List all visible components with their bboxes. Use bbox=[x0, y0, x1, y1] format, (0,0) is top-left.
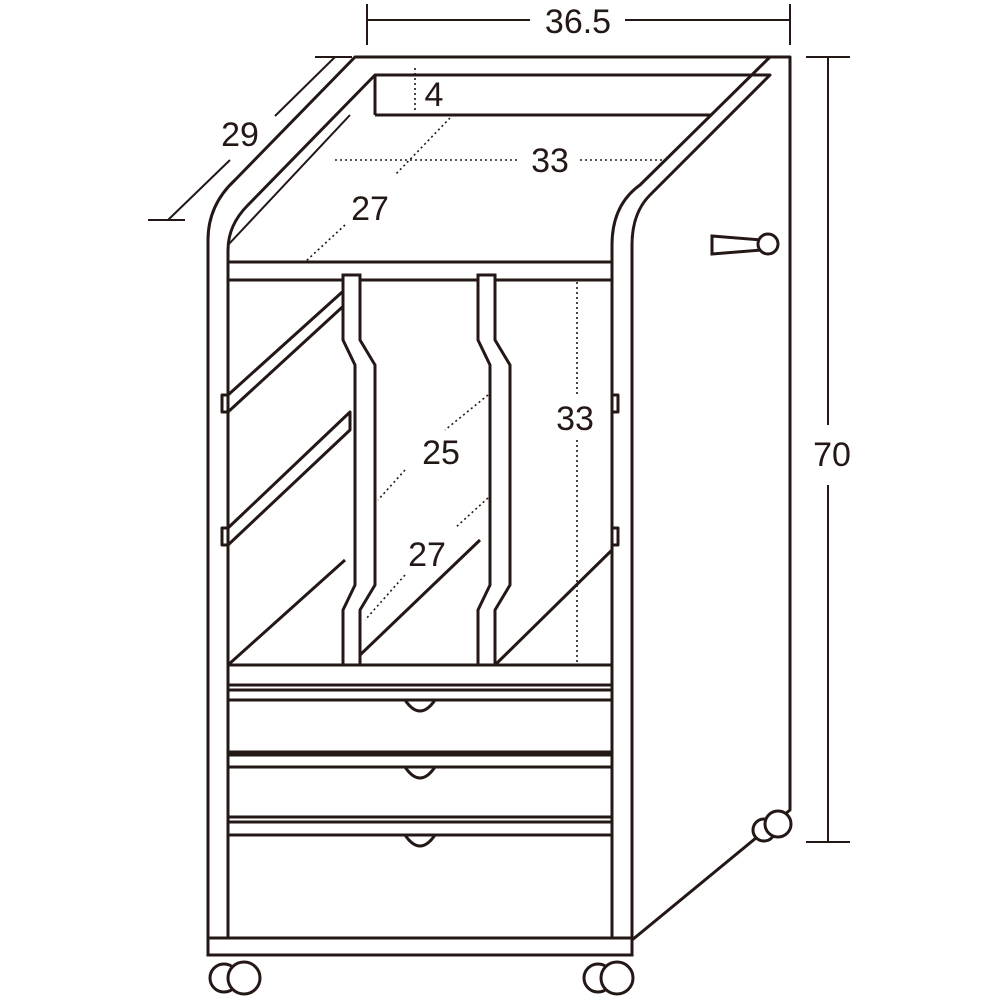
caster-wheel-icon bbox=[582, 960, 635, 996]
tray-depth-label: 4 bbox=[425, 76, 444, 114]
depth-label: 29 bbox=[221, 116, 259, 154]
divider-depth-label: 25 bbox=[422, 434, 460, 472]
caster-wheel-icon bbox=[751, 809, 793, 843]
side-knob-icon bbox=[710, 232, 780, 256]
drawer-2 bbox=[226, 753, 614, 819]
height-label: 70 bbox=[813, 436, 851, 474]
shelf-depth-label: 27 bbox=[408, 536, 446, 574]
drawer-3 bbox=[226, 820, 614, 940]
caster-wheel-icon bbox=[208, 960, 262, 996]
base-plinth bbox=[206, 936, 634, 957]
width-dimension: 36.5 bbox=[366, 3, 791, 45]
width-label: 36.5 bbox=[545, 3, 611, 41]
compartment-height-label: 33 bbox=[556, 400, 594, 438]
cabinet-body: 4 33 27 33 25 27 bbox=[206, 55, 792, 942]
drawers bbox=[226, 688, 614, 940]
top-width-label: 33 bbox=[531, 142, 569, 180]
top-depth-label: 27 bbox=[351, 190, 389, 228]
drawer-1 bbox=[226, 688, 614, 754]
depth-dimension: 29 bbox=[148, 56, 352, 221]
height-dimension: 70 bbox=[806, 56, 851, 843]
